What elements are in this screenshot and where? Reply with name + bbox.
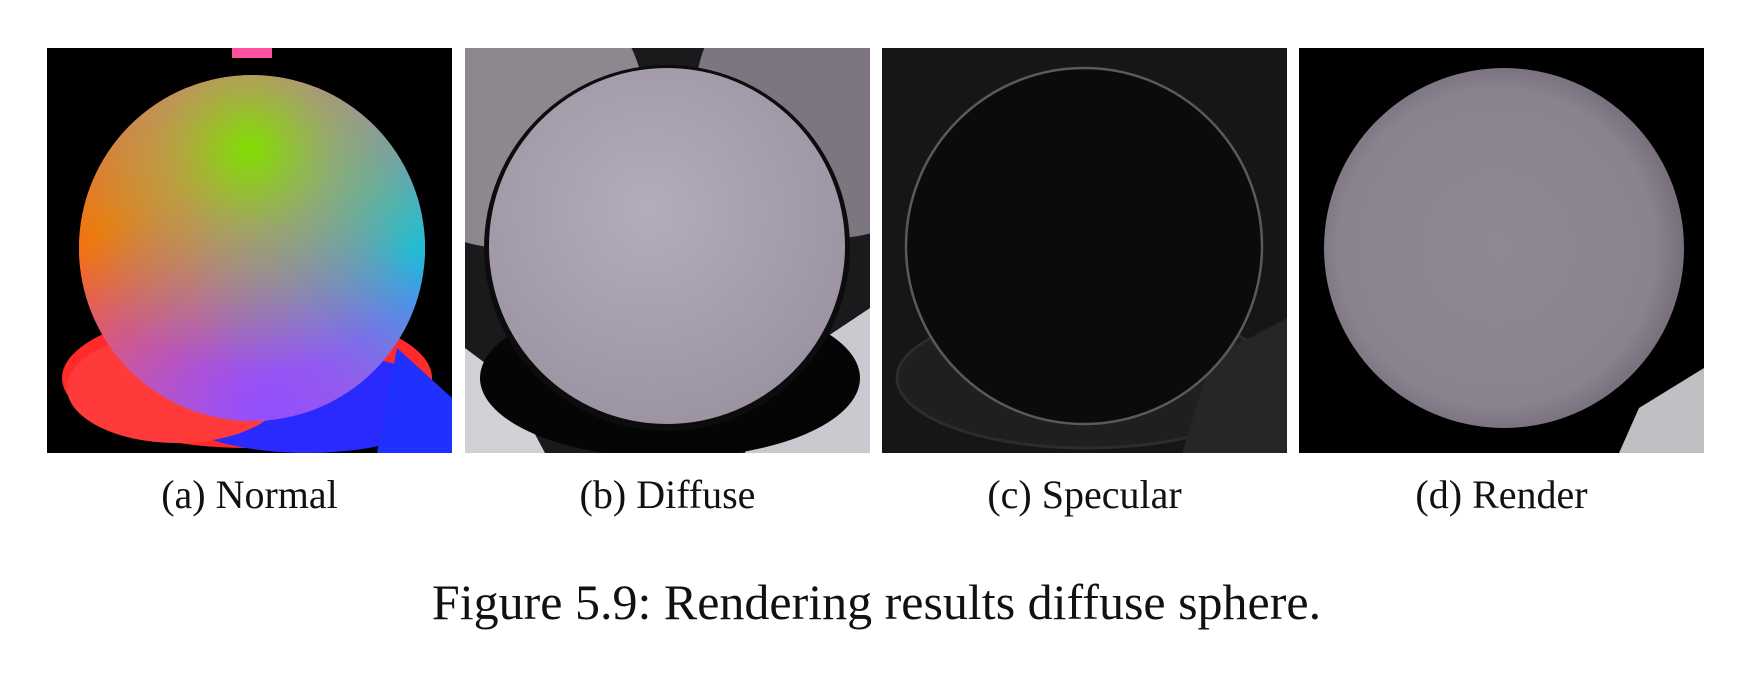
figure-caption: Figure 5.9: Rendering results diffuse sp… — [431, 574, 1322, 630]
subfigure-label-diffuse: (b) Diffuse — [579, 472, 756, 517]
specular-image — [882, 48, 1287, 453]
specular-graphic — [882, 48, 1287, 453]
diffuse-image — [465, 48, 870, 453]
render-image — [1299, 48, 1704, 453]
diffuse-graphic — [465, 48, 870, 453]
subfigure-label-normal: (a) Normal — [161, 472, 338, 517]
render-graphic — [1299, 48, 1704, 453]
subfigure-label-specular: (c) Specular — [987, 472, 1182, 517]
subfigure-label-render: (d) Render — [1415, 472, 1588, 517]
normal-map-graphic — [47, 48, 452, 453]
normal-map-image — [47, 48, 452, 453]
